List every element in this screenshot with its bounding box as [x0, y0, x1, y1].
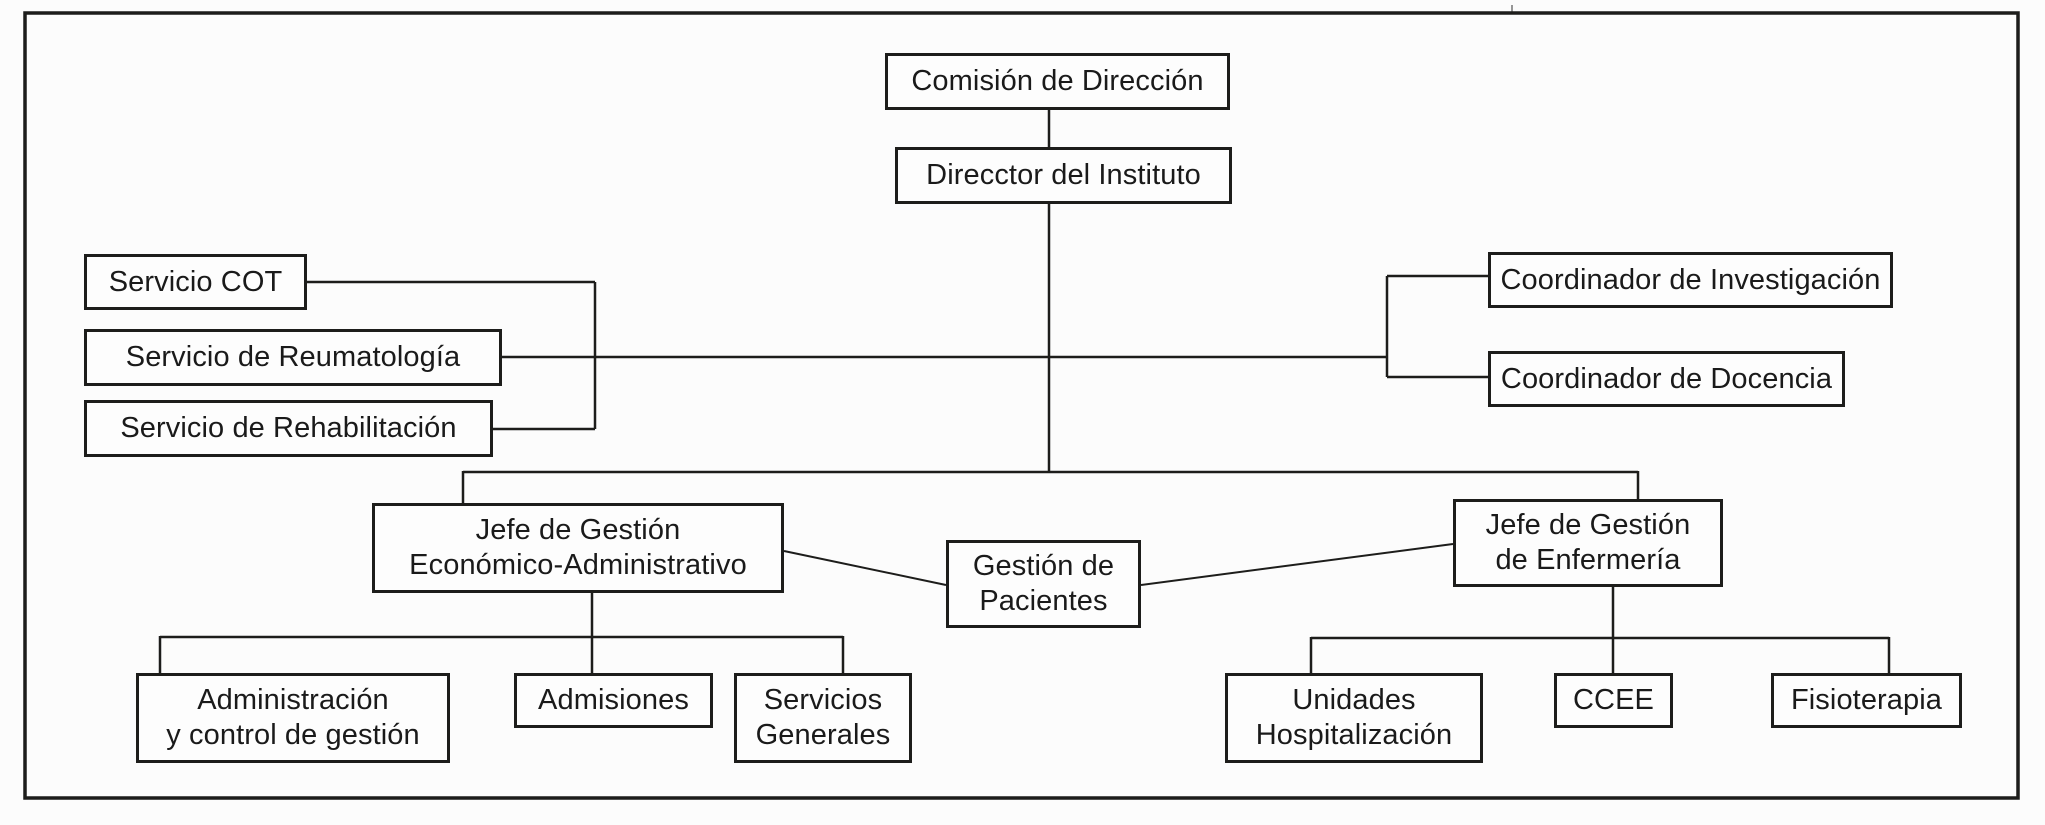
- node-label: Unidades Hospitalización: [1255, 684, 1453, 751]
- node-jefe-gestion-economico-administrativo: Jefe de Gestión Económico-Administrativo: [372, 503, 784, 593]
- node-label: Comisión de Dirección: [911, 65, 1204, 97]
- diagram-border: [23, 11, 2020, 800]
- connector-diagonal-enfermeria-pacientes: [1140, 543, 1454, 586]
- node-label: Servicio COT: [108, 265, 283, 298]
- node-label: Jefe de Gestión de Enfermería: [1485, 509, 1691, 576]
- node-administracion-control-gestion: Administración y control de gestión: [136, 673, 450, 763]
- node-fisioterapia: Fisioterapia: [1771, 673, 1962, 728]
- node-label: Administración y control de gestión: [166, 684, 420, 751]
- node-label: Direcctor del Instituto: [926, 159, 1201, 191]
- node-comision-de-direccion: Comisión de Dirección: [885, 53, 1230, 110]
- node-label: Coordinador de Investigación: [1500, 263, 1881, 296]
- node-label: Gestión de Pacientes: [972, 550, 1115, 617]
- node-gestion-de-pacientes: Gestión de Pacientes: [946, 540, 1141, 628]
- node-unidades-hospitalizacion: Unidades Hospitalización: [1225, 673, 1483, 763]
- node-label: Fisioterapia: [1790, 684, 1943, 716]
- node-label: Jefe de Gestión Económico-Administrativo: [409, 514, 747, 581]
- node-coordinador-docencia: Coordinador de Docencia: [1488, 351, 1845, 407]
- node-label: Admisiones: [538, 684, 689, 716]
- node-servicio-reumatologia: Servicio de Reumatología: [84, 329, 502, 386]
- node-label: Coordinador de Docencia: [1500, 362, 1833, 395]
- node-label: Servicio de Rehabilitación: [120, 412, 457, 444]
- node-servicios-generales: Servicios Generales: [734, 673, 912, 763]
- node-label: Servicios Generales: [755, 684, 891, 751]
- node-admisiones: Admisiones: [514, 673, 713, 728]
- node-director-del-instituto: Direcctor del Instituto: [895, 147, 1232, 204]
- connector-diagonal-economico-pacientes: [783, 550, 947, 586]
- node-ccee: CCEE: [1554, 673, 1673, 728]
- node-jefe-gestion-enfermeria: Jefe de Gestión de Enfermería: [1453, 499, 1723, 587]
- node-label: CCEE: [1573, 684, 1654, 716]
- node-servicio-cot: Servicio COT: [84, 254, 307, 310]
- node-servicio-rehabilitacion: Servicio de Rehabilitación: [84, 400, 493, 457]
- node-coordinador-investigacion: Coordinador de Investigación: [1488, 252, 1893, 308]
- node-label: Servicio de Reumatología: [125, 341, 461, 373]
